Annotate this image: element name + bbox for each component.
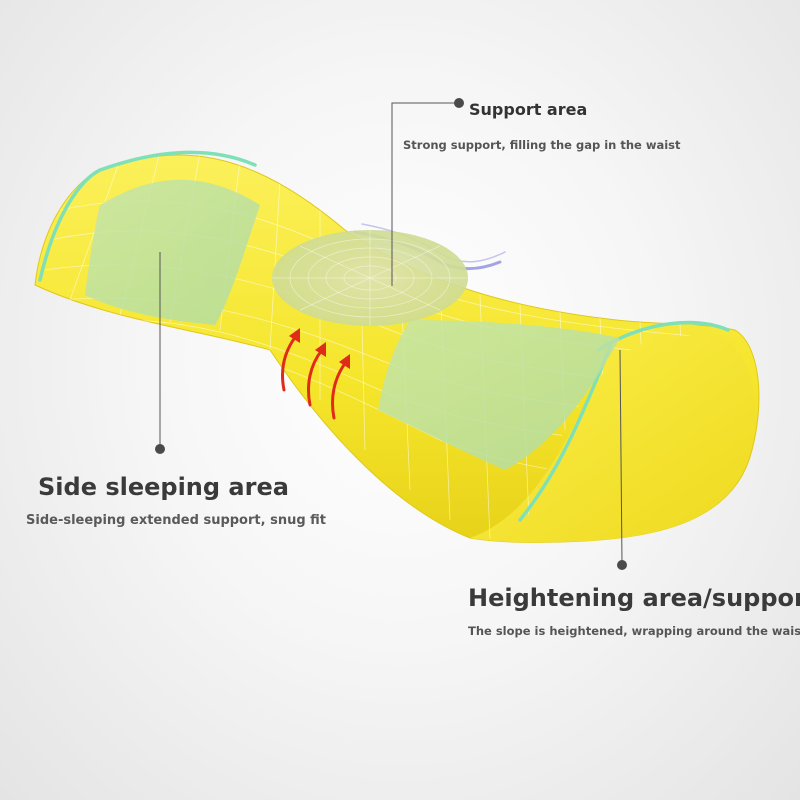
- side-sleeping-area-title: Side sleeping area: [38, 473, 289, 501]
- arrow-heads: [289, 328, 350, 369]
- arrow-1: [281, 334, 298, 392]
- callout-dot-height: [617, 560, 627, 570]
- support-area-title: Support area: [469, 100, 588, 119]
- callout-dot-side: [155, 444, 165, 454]
- arrow-3: [331, 360, 348, 420]
- callout-support: [391, 102, 458, 286]
- support-zone-grid: [272, 230, 468, 326]
- pillow: [34, 150, 760, 543]
- heightening-area-title: Heightening area/support: [468, 584, 800, 612]
- support-area-description: Strong support, filling the gap in the w…: [403, 138, 681, 152]
- pressure-arrows: [281, 334, 348, 420]
- side-zone-right: [378, 320, 620, 470]
- arrow-2: [307, 348, 324, 407]
- heightening-area-description: The slope is heightened, wrapping around…: [468, 624, 800, 638]
- callout-dot-support: [454, 98, 464, 108]
- side-sleeping-area-description: Side-sleeping extended support, snug fit: [26, 513, 327, 528]
- pillow-edge-left: [38, 150, 257, 282]
- side-zone-left: [85, 179, 260, 325]
- callout-lines: [159, 102, 623, 564]
- callout-height: [619, 349, 623, 564]
- callout-dots: [155, 98, 627, 570]
